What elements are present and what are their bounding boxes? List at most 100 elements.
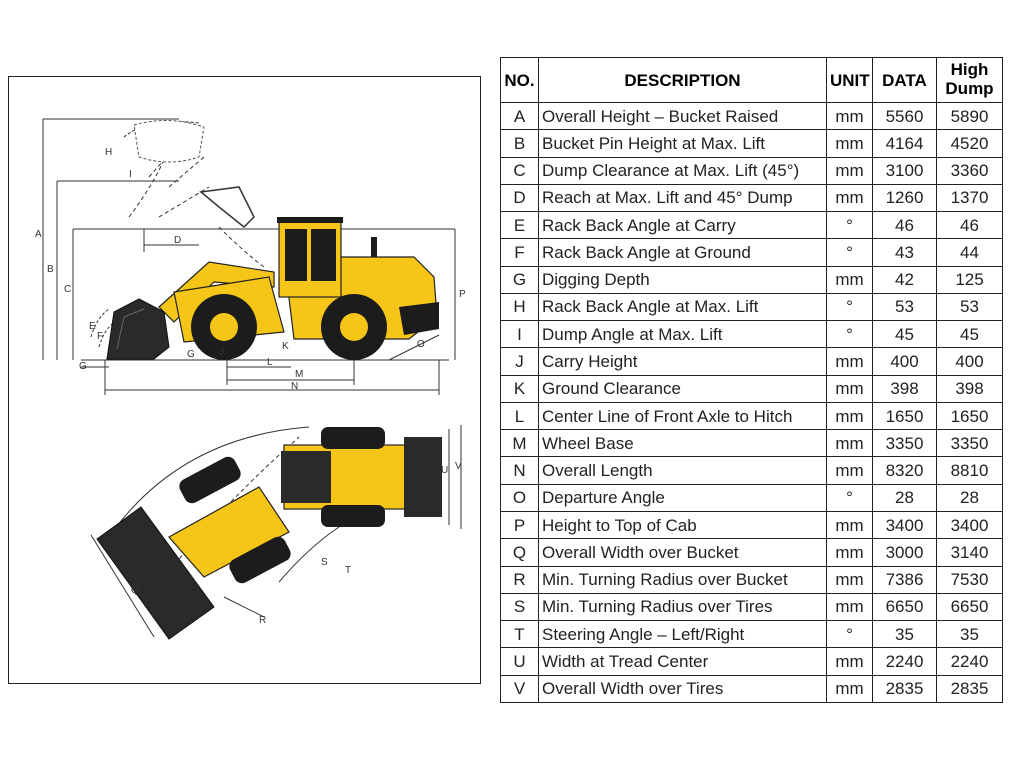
dimension-label-p: P — [459, 289, 466, 300]
dimension-label-i: I — [129, 169, 132, 180]
top-rear-tire-left — [321, 427, 385, 449]
row-no: J — [500, 347, 539, 376]
row-unit: mm — [826, 538, 873, 567]
row-description: Height to Top of Cab — [538, 510, 827, 540]
row-data: 6650 — [872, 592, 937, 622]
dimension-label-r: R — [259, 615, 266, 626]
row-unit: mm — [826, 156, 873, 185]
dimension-label-s: S — [321, 557, 328, 568]
row-data: 35 — [872, 620, 937, 649]
row-data: 1260 — [872, 183, 937, 213]
row-high-dump: 2240 — [936, 647, 1003, 676]
row-high-dump: 44 — [936, 238, 1003, 267]
row-no: I — [500, 320, 539, 349]
turning-radius-arc — [108, 426, 310, 538]
row-high-dump: 6650 — [936, 592, 1003, 622]
row-high-dump: 8810 — [936, 456, 1003, 485]
row-unit: mm — [826, 565, 873, 594]
row-high-dump: 7530 — [936, 565, 1003, 594]
row-description: Overall Width over Tires — [538, 674, 827, 704]
dimension-label-h: H — [105, 147, 112, 158]
row-description: Dump Angle at Max. Lift — [538, 320, 827, 349]
row-no: B — [500, 129, 539, 158]
top-counterweight — [404, 437, 442, 517]
dimension-label-k: K — [282, 341, 289, 352]
rack-back-arc-f — [98, 321, 116, 348]
row-data: 7386 — [872, 565, 937, 594]
top-cab — [281, 451, 331, 503]
row-high-dump: 3140 — [936, 538, 1003, 567]
row-unit: ° — [826, 292, 873, 322]
row-high-dump: 3400 — [936, 510, 1003, 540]
row-data: 46 — [872, 211, 937, 240]
dimension-label-c: C — [64, 284, 71, 295]
departure-angle-line — [388, 334, 440, 361]
row-data: 3350 — [872, 429, 937, 458]
row-description: Overall Length — [538, 456, 827, 485]
row-no: U — [500, 647, 539, 676]
row-data: 42 — [872, 265, 937, 294]
header-data: DATA — [872, 57, 937, 103]
row-high-dump: 400 — [936, 347, 1003, 376]
row-data: 8320 — [872, 456, 937, 485]
row-unit: mm — [826, 374, 873, 403]
row-no: G — [500, 265, 539, 294]
dimension-label-j: J — [219, 347, 224, 358]
row-high-dump: 53 — [936, 292, 1003, 322]
row-description: Ground Clearance — [538, 374, 827, 403]
row-no: E — [500, 211, 539, 240]
row-unit: mm — [826, 129, 873, 158]
row-description: Digging Depth — [538, 265, 827, 294]
dim-line-q — [90, 534, 155, 638]
row-unit: ° — [826, 620, 873, 649]
row-description: Overall Height – Bucket Raised — [538, 101, 827, 131]
row-unit: mm — [826, 401, 873, 431]
row-high-dump: 46 — [936, 211, 1003, 240]
row-data: 28 — [872, 483, 937, 512]
row-description: Carry Height — [538, 347, 827, 376]
row-description: Rack Back Angle at Max. Lift — [538, 292, 827, 322]
cab-window-side — [311, 229, 336, 281]
row-description: Reach at Max. Lift and 45° Dump — [538, 183, 827, 213]
row-description: Center Line of Front Axle to Hitch — [538, 401, 827, 431]
header-high-dump: High Dump — [936, 57, 1003, 103]
row-high-dump: 3350 — [936, 429, 1003, 458]
dimension-label-t: T — [345, 565, 351, 576]
raised-bucket — [133, 119, 255, 229]
row-unit: mm — [826, 510, 873, 540]
row-description: Dump Clearance at Max. Lift (45°) — [538, 156, 827, 185]
row-description: Min. Turning Radius over Tires — [538, 592, 827, 622]
row-data: 3100 — [872, 156, 937, 185]
row-description: Departure Angle — [538, 483, 827, 512]
dimension-label-e: E — [89, 321, 96, 332]
row-unit: mm — [826, 592, 873, 622]
rear-wheel-hub — [340, 313, 368, 341]
spec-table-header: NO. DESCRIPTION UNIT DATA High Dump — [500, 57, 1003, 103]
row-data: 398 — [872, 374, 937, 403]
dimension-label-d: D — [174, 235, 181, 246]
row-no: L — [500, 401, 539, 431]
steering-angle-arc — [278, 526, 340, 583]
row-description: Steering Angle – Left/Right — [538, 620, 827, 649]
row-unit: ° — [826, 320, 873, 349]
row-description: Rack Back Angle at Ground — [538, 238, 827, 267]
row-data: 400 — [872, 347, 937, 376]
row-description: Overall Width over Bucket — [538, 538, 827, 567]
row-unit: ° — [826, 483, 873, 512]
row-unit: mm — [826, 674, 873, 704]
